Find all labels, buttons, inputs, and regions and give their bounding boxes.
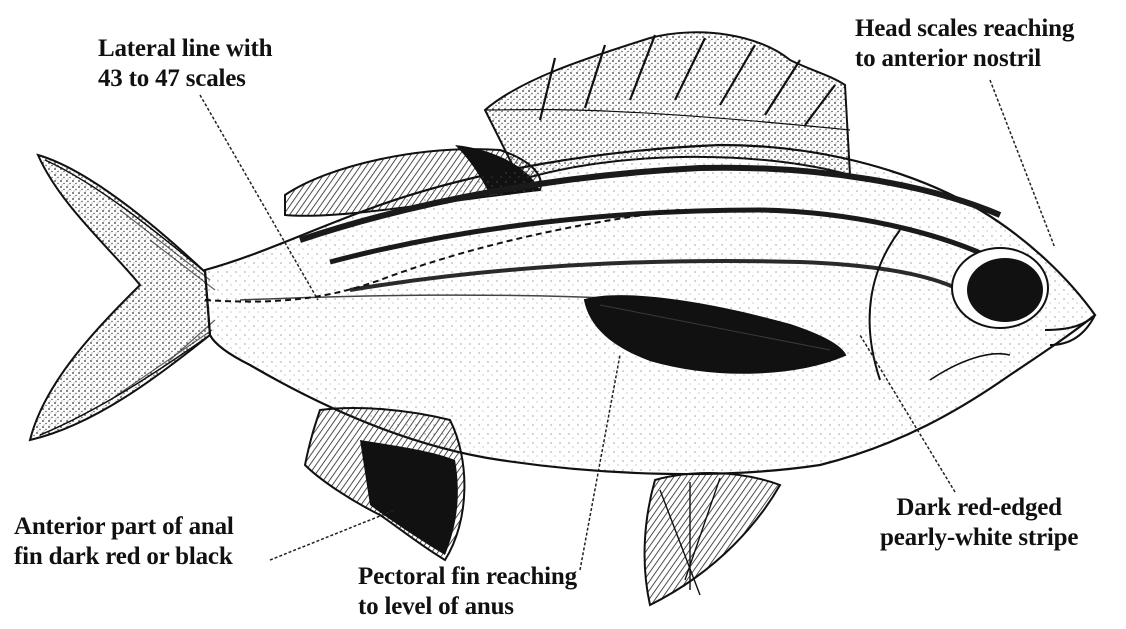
label-anal-fin: Anterior part of anal fin dark red or bl… <box>14 512 234 572</box>
label-pectoral-fin: Pectoral fin reaching to level of anus <box>358 562 577 622</box>
label-stripe-1: Dark red-edged <box>880 493 1078 523</box>
label-pectoral-fin-1: Pectoral fin reaching <box>358 562 577 592</box>
label-lateral-line-2: 43 to 47 scales <box>98 64 272 94</box>
label-lateral-line: Lateral line with 43 to 47 scales <box>98 34 272 94</box>
pelvic-fin <box>645 473 780 605</box>
anal-fin <box>305 408 464 560</box>
leader-anal-fin <box>270 510 395 560</box>
label-stripe: Dark red-edged pearly-white stripe <box>880 493 1078 553</box>
label-lateral-line-1: Lateral line with <box>98 34 272 64</box>
label-head-scales: Head scales reaching to anterior nostril <box>855 14 1074 74</box>
caudal-fin <box>30 155 215 440</box>
label-anal-fin-2: fin dark red or black <box>14 542 234 572</box>
fish-eye <box>952 248 1048 328</box>
label-stripe-2: pearly-white stripe <box>880 523 1078 553</box>
label-anal-fin-1: Anterior part of anal <box>14 512 234 542</box>
label-head-scales-2: to anterior nostril <box>855 44 1074 74</box>
label-pectoral-fin-2: to level of anus <box>358 592 577 622</box>
label-head-scales-1: Head scales reaching <box>855 14 1074 44</box>
